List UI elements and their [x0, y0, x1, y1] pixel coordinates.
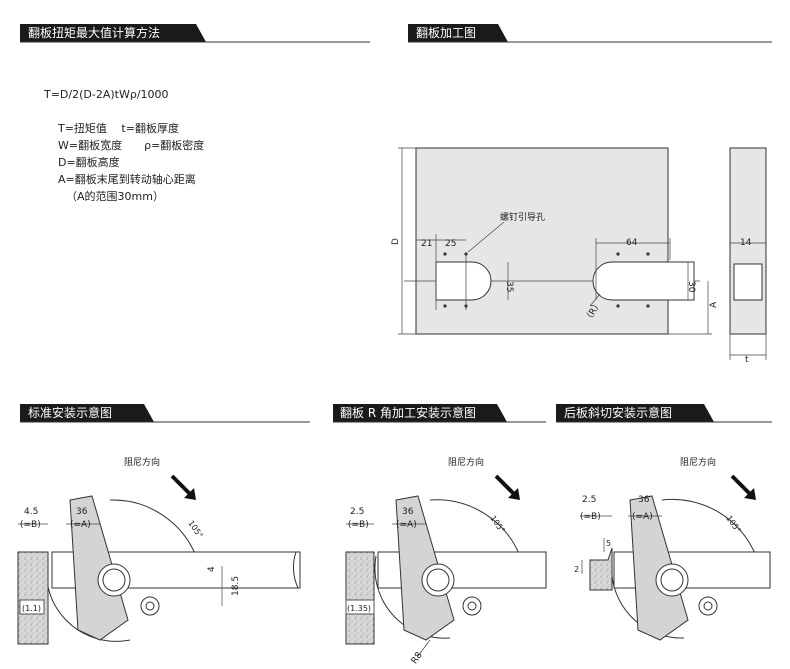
rb-damping-label: 阻尼方向 — [680, 456, 716, 468]
rc-dim-r8: R8 — [410, 650, 425, 666]
rc-dim-36: 36 — [402, 507, 414, 517]
rc-dim-a: (=A) — [396, 520, 417, 530]
label-screw-hole: 螺钉引导孔 — [500, 212, 545, 223]
std-dim-b: (=B) — [20, 520, 41, 530]
r-corner-install-diagram: 阻尼方向 105° 2.5 (=B) 36 (=A) (1.35) R8 — [345, 456, 547, 666]
rc-dim-b: (=B) — [348, 520, 369, 530]
rb-dim-36: 36 — [638, 495, 650, 505]
header-torque-title: 翻板扭矩最大值计算方法 — [28, 25, 160, 40]
header-r-corner: 翻板 R 角加工安装示意图 — [333, 404, 546, 423]
std-dim-36: 36 — [76, 507, 88, 517]
header-rear-bevel: 后板斜切安装示意图 — [556, 404, 772, 423]
std-hinge-arm — [69, 495, 129, 641]
header-processing-title: 翻板加工图 — [416, 26, 476, 40]
legend-line-5: （A的范围30mm） — [66, 189, 164, 203]
legend-line-3: D=翻板高度 — [58, 155, 120, 169]
flap-side-view — [729, 147, 767, 335]
rb-cabinet-side — [589, 547, 613, 591]
rear-bevel-install-diagram: 阻尼方向 105° 2.5 (=B) 36 (=A) 5 2 — [574, 456, 771, 641]
rb-dim-b: (=B) — [580, 512, 601, 522]
std-dim-a: (=A) — [70, 520, 91, 530]
header-r-corner-title: 翻板 R 角加工安装示意图 — [340, 405, 476, 420]
std-angle: 105° — [186, 519, 204, 540]
dim-30: 30 — [686, 281, 696, 293]
rc-damping-label: 阻尼方向 — [448, 456, 484, 468]
rb-dim-25: 2.5 — [582, 495, 596, 505]
right-slot — [592, 261, 695, 301]
std-cabinet-side — [17, 551, 49, 645]
header-standard-title: 标准安装示意图 — [28, 405, 112, 420]
dim-A: A — [709, 301, 719, 308]
rb-dim-2: 2 — [574, 565, 579, 574]
rc-hinge-arm — [395, 495, 455, 641]
std-dim-45: 4.5 — [24, 507, 38, 517]
processing-drawing: D 21 25 螺钉引导孔 35 64 （R） — [391, 147, 767, 365]
std-dim-11: (1.1) — [22, 604, 41, 613]
dim-64: 64 — [626, 238, 638, 248]
header-processing: 翻板加工图 — [408, 24, 772, 43]
rc-dim-135: (1.35) — [347, 604, 371, 613]
dim-D: D — [391, 238, 401, 245]
rb-hinge-arm — [629, 495, 689, 641]
dim-14: 14 — [740, 238, 752, 248]
rb-dim-a: (=A) — [632, 512, 653, 522]
dim-25: 25 — [445, 239, 456, 249]
header-rear-bevel-title: 后板斜切安装示意图 — [564, 405, 672, 420]
rc-angle: 105° — [488, 514, 506, 535]
header-torque: 翻板扭矩最大值计算方法 — [20, 24, 370, 43]
rc-cabinet-side — [345, 551, 375, 645]
flap-plate — [415, 147, 669, 335]
dim-35: 35 — [504, 281, 514, 292]
std-damping-label: 阻尼方向 — [124, 456, 160, 468]
dim-t: t — [745, 355, 749, 365]
std-dim-4: 4 — [207, 566, 217, 572]
rb-dim-5: 5 — [606, 539, 611, 548]
dim-21: 21 — [421, 239, 432, 249]
legend-line-4: A=翻板末尾到转动轴心距离 — [58, 172, 196, 186]
torque-formula: T=D/2(D-2A)tWρ/1000 — [43, 88, 169, 101]
rc-dim-25: 2.5 — [350, 507, 364, 517]
legend-line-2: W=翻板宽度 ρ=翻板密度 — [58, 138, 204, 152]
standard-install-diagram: 阻尼方向 105° 4.5 (=B) 36 (=A) 4 18.5 (1.1) — [17, 456, 301, 645]
left-slot — [435, 261, 492, 301]
legend-line-1: T=扭矩值 t=翻板厚度 — [57, 121, 179, 135]
rb-angle: 105° — [724, 514, 742, 535]
std-dim-185: 18.5 — [231, 576, 241, 596]
header-standard: 标准安装示意图 — [20, 404, 310, 423]
